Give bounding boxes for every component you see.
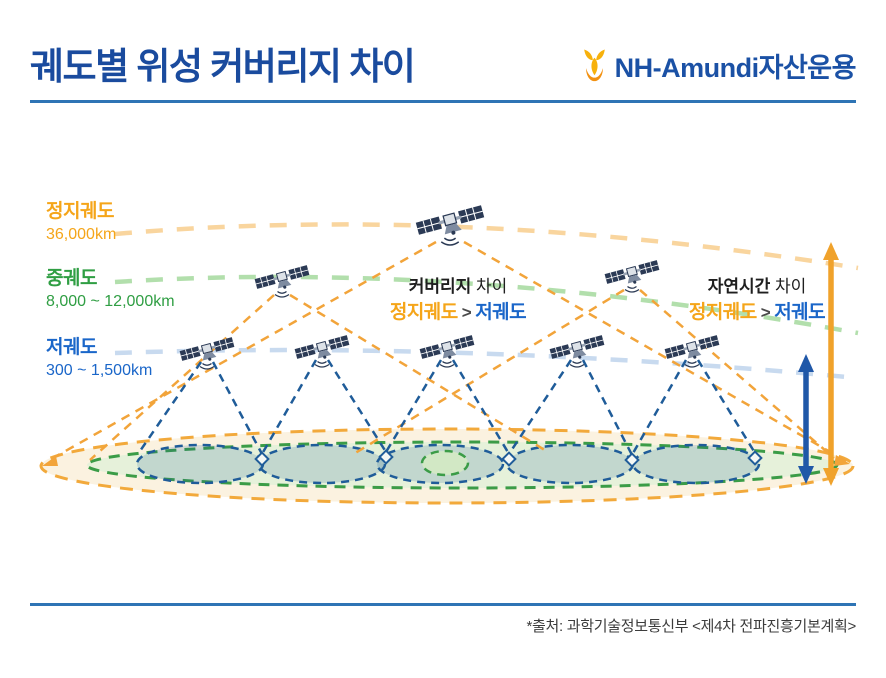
annotation-comparison: 정지궤도>저궤도	[688, 302, 826, 324]
leo-orbit-arc	[114, 347, 859, 381]
annotation-title: 자연시간 차이	[707, 277, 807, 296]
ground-coverage	[39, 427, 855, 505]
orbit-label-leo: 저궤도 300 ~ 1,500km	[46, 337, 152, 380]
orbit-name: 정지궤도	[46, 201, 114, 222]
annotation-title: 커버리지 차이	[408, 277, 508, 296]
logo-suffix: 자산운용	[758, 53, 857, 83]
annotation-comparison: 정지궤도>저궤도	[389, 302, 527, 324]
orbit-label-meo: 중궤도 8,000 ~ 12,000km	[46, 268, 175, 311]
altitude-arrow-geo	[823, 242, 839, 486]
beam-arrowhead-left	[42, 456, 58, 466]
satellite-icon-geo	[415, 204, 488, 246]
small-green-ellipse	[420, 449, 470, 477]
satellite-icon-leo	[179, 336, 237, 370]
page-title: 궤도별 위성 커버리지 차이	[30, 46, 416, 87]
logo-brand: NH-Amundi	[614, 53, 759, 83]
beam-arrowhead-right	[834, 455, 850, 466]
orbit-name: 저궤도	[46, 337, 97, 358]
annotation-latency: 자연시간 차이 정지궤도>저궤도	[662, 276, 852, 326]
orbit-altitude: 8,000 ~ 12,000km	[46, 292, 175, 310]
satellite-icon-meo	[254, 264, 312, 298]
annotation-coverage: 커버리지 차이 정지궤도>저궤도	[363, 276, 553, 326]
satellite-icon-leo	[549, 334, 607, 368]
company-logo: NH-Amundi자산운용	[581, 46, 857, 85]
orange-beam-lines	[45, 240, 847, 464]
meo-orbit-arc	[114, 274, 859, 336]
orbit-altitude: 36,000km	[46, 225, 117, 243]
ground-receivers	[254, 449, 763, 468]
footer-divider	[30, 603, 856, 606]
orbit-name: 중궤도	[46, 268, 97, 289]
header-divider	[30, 100, 856, 103]
source-citation: *출처: 과학기술정보통신부 <제4차 전파진흥기본계획>	[526, 618, 857, 635]
satellite-icon-meo	[604, 259, 662, 293]
orbit-altitude: 300 ~ 1,500km	[46, 361, 153, 379]
nh-logo-icon	[583, 49, 605, 82]
altitude-arrow-leo	[798, 354, 814, 484]
orbit-label-geo: 정지궤도 36,000km	[46, 201, 116, 244]
leo-beam-lines	[136, 359, 757, 456]
orbit-arcs	[114, 222, 859, 381]
logo-text: NH-Amundi자산운용	[614, 46, 857, 85]
geo-orbit-arc	[114, 222, 859, 271]
leo-coverage-ellipses	[135, 443, 761, 485]
